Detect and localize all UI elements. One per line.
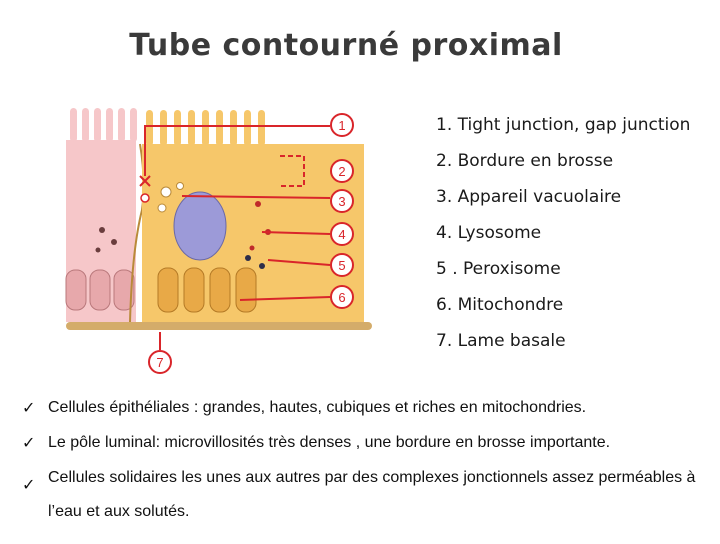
marker-7-label: 7 (156, 355, 163, 370)
bullet-list: ✓ Cellules épithéliales : grandes, haute… (22, 398, 712, 544)
callout-marker-4: 4 (330, 222, 354, 246)
legend-item-7: 7. Lame basale (436, 331, 566, 351)
checkmark-icon: ✓ (22, 433, 36, 452)
right-cell-mitochondria (157, 267, 257, 313)
callout-marker-7: 7 (148, 350, 172, 374)
callout-marker-3: 3 (330, 189, 354, 213)
peroxisomes (245, 255, 265, 269)
checkmark-icon: ✓ (22, 475, 36, 494)
bullet-text: Le pôle luminal: microvillosités très de… (48, 434, 611, 451)
marker-3-label: 3 (338, 194, 345, 209)
legend-item-2: 2. Bordure en brosse (436, 151, 614, 171)
right-cell (142, 110, 364, 322)
basal-lamina (66, 322, 372, 330)
marker-6-label: 6 (338, 290, 345, 305)
bullet-item: ✓ Le pôle luminal: microvillosités très … (22, 433, 712, 453)
marker-5-label: 5 (338, 258, 345, 273)
legend-item-6: 6. Mitochondre (436, 295, 564, 315)
vacuoles (157, 182, 184, 213)
legend: 1. Tight junction, gap junction 2. Bordu… (436, 112, 690, 364)
marker-2-label: 2 (338, 164, 345, 179)
callout-marker-1: 1 (330, 113, 354, 137)
bullet-item: ✓ Cellules épithéliales : grandes, haute… (22, 398, 712, 418)
legend-item-3: 3. Appareil vacuolaire (436, 187, 622, 207)
bullet-item: ✓ Cellules solidaires les unes aux autre… (22, 461, 712, 529)
left-cell-mitochondria (65, 269, 135, 311)
junction-marker (139, 175, 151, 203)
slide-title: Tube contourné proximal (129, 28, 563, 63)
marker-1-label: 1 (338, 118, 345, 133)
legend-item-4: 4. Lysosome (436, 223, 542, 243)
legend-item-5: 5 . Peroxisome (436, 259, 561, 279)
proximal-tubule-diagram: 1 2 3 4 5 6 7 (65, 108, 372, 374)
bullet-text: Cellules épithéliales : grandes, hautes,… (48, 399, 587, 416)
lysosomes (249, 201, 271, 251)
bullet-text: Cellules solidaires les unes aux autres … (48, 469, 696, 520)
left-cell (65, 108, 137, 322)
marker-4-label: 4 (338, 227, 345, 242)
callout-marker-2: 2 (330, 159, 354, 183)
checkmark-icon: ✓ (22, 398, 36, 417)
callout-marker-5: 5 (330, 253, 354, 277)
nucleus (173, 191, 227, 261)
callout-lines (144, 125, 331, 350)
legend-item-1: 1. Tight junction, gap junction (436, 115, 691, 135)
callout-marker-6: 6 (330, 285, 354, 309)
